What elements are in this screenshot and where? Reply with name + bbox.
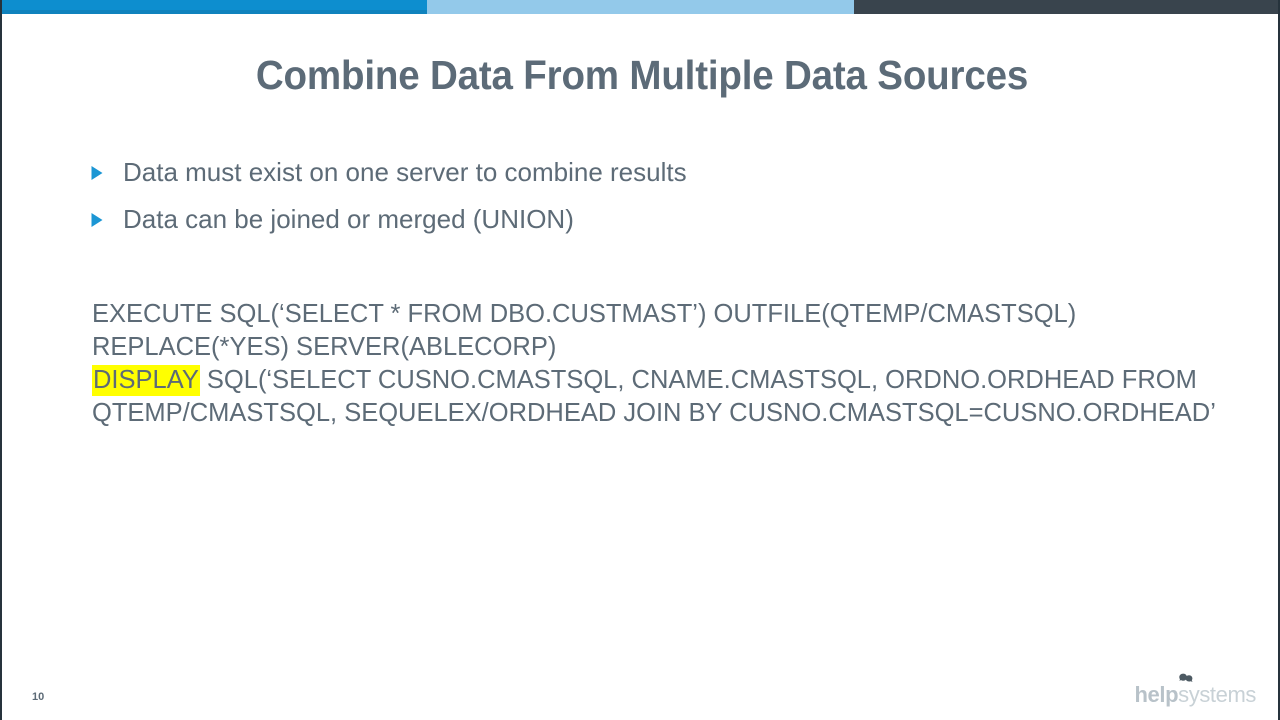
code-line-1: EXECUTE SQL(‘SELECT * FROM DBO.CUSTMAST’… [92, 300, 1077, 328]
code-line-3-rest: SQL(‘SELECT CUSNO.CMASTSQL, CNAME.CMASTS… [199, 366, 1197, 394]
code-line-2: REPLACE(*YES) SERVER(ABLECORP) [92, 333, 557, 361]
top-bar-underline [2, 10, 427, 14]
top-bar-segment-light-blue [427, 0, 854, 14]
code-line-3: DISPLAY SQL(‘SELECT CUSNO.CMASTSQL, CNAM… [92, 364, 1222, 397]
helpsystems-mark-icon [1178, 673, 1193, 686]
highlighted-keyword: DISPLAY [92, 365, 200, 396]
helpsystems-wordmark: helpsystems [1135, 682, 1257, 707]
logo-bold-part: help [1134, 682, 1179, 707]
triangle-right-icon [90, 212, 104, 228]
helpsystems-logo: helpsystems [1135, 672, 1257, 707]
bullet-item-label: Data can be joined or merged (UNION) [123, 204, 574, 234]
bullet-item: Data can be joined or merged (UNION) [90, 203, 1190, 237]
bullet-item-label: Data must exist on one server to combine… [123, 157, 687, 187]
bullet-item: Data must exist on one server to combine… [90, 156, 1190, 190]
code-sample-block: EXECUTE SQL(‘SELECT * FROM DBO.CUSTMAST’… [92, 298, 1222, 430]
logo-light-part: systems [1178, 682, 1256, 707]
bullet-list: Data must exist on one server to combine… [90, 156, 1190, 250]
triangle-right-icon [90, 165, 104, 181]
slide-title: Combine Data From Multiple Data Sources [255, 52, 1029, 98]
page-number: 10 [32, 691, 45, 703]
top-bar-segment-dark [854, 0, 1278, 14]
code-line-4: QTEMP/CMASTSQL, SEQUELEX/ORDHEAD JOIN BY… [92, 399, 1216, 427]
